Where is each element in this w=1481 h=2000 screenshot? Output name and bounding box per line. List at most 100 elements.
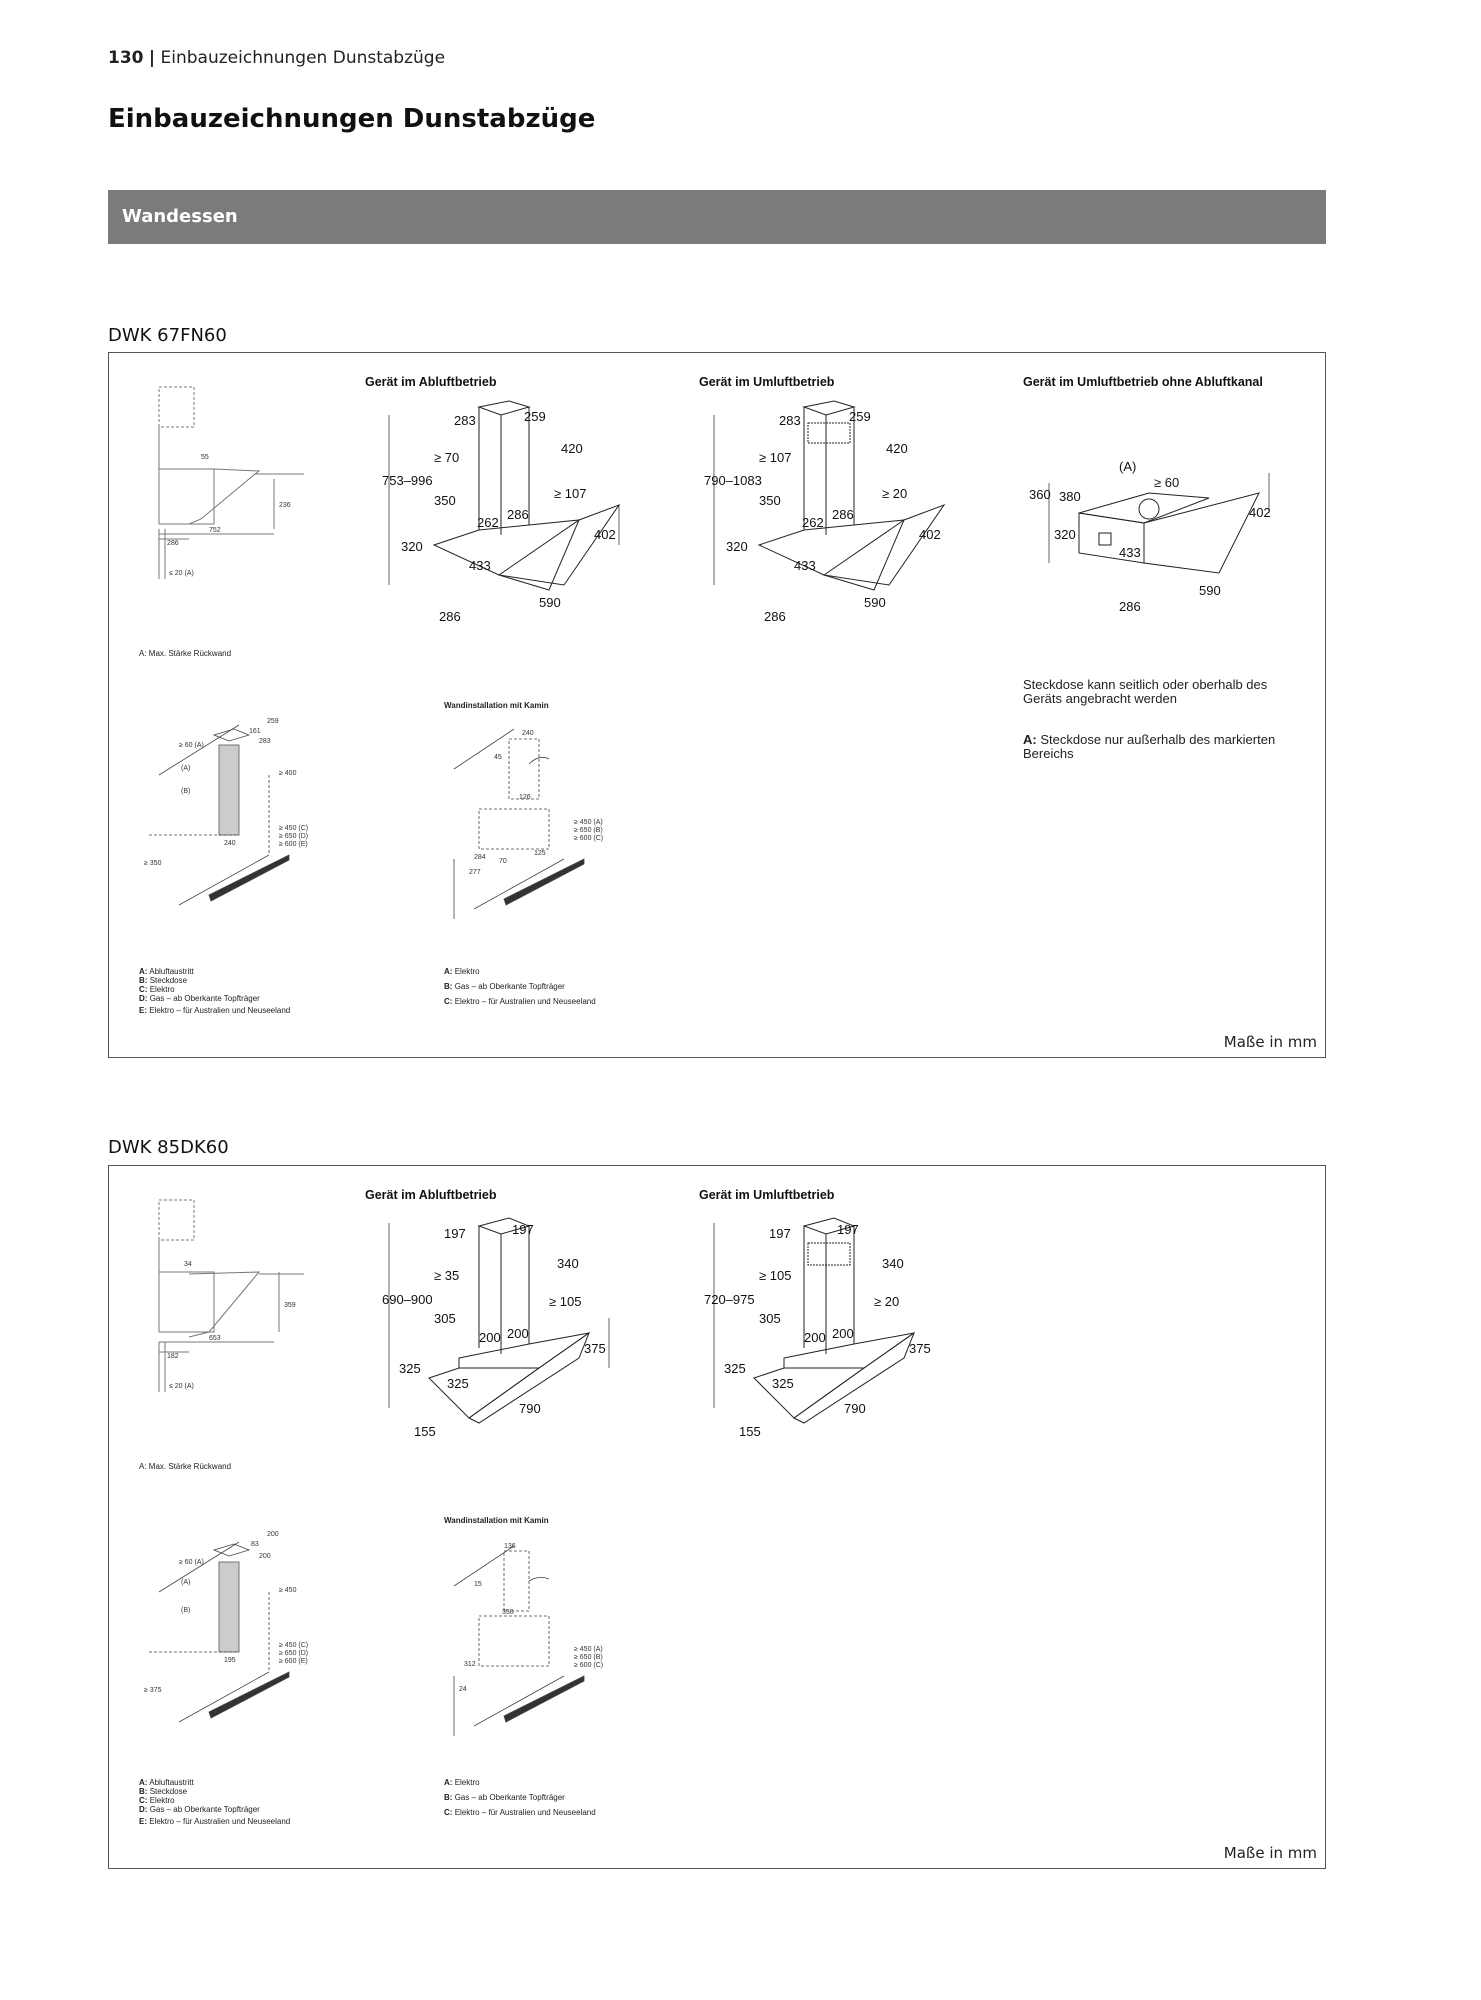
side-view-diagram-1: 55 236 752 286 ≤ 20 (A) bbox=[158, 386, 304, 579]
p1-600: ≥ 600 (E) bbox=[279, 841, 308, 848]
k1-284: 284 bbox=[474, 854, 486, 861]
k1-240: 240 bbox=[522, 730, 534, 737]
note-socket-1: Steckdose kann seitlich oder oberhalb de… bbox=[1023, 677, 1268, 706]
abluft-diagram-1: 283 259 420 ≥ 70 753–996 350 ≥ 107 262 2… bbox=[382, 400, 621, 624]
abluft-min70: ≥ 70 bbox=[434, 450, 459, 465]
abluft-range: 753–996 bbox=[382, 473, 433, 488]
umluft2-htop: 340 bbox=[882, 1256, 904, 1271]
side-dim-1: 55 bbox=[201, 454, 209, 461]
umluft-h402: 402 bbox=[919, 527, 941, 542]
units-note-2: Maße in mm bbox=[1223, 1844, 1317, 1862]
category-bar: Wandessen bbox=[108, 190, 1326, 244]
model-title-2: DWK 85DK60 bbox=[108, 1137, 229, 1158]
k2-312: 312 bbox=[464, 1661, 476, 1668]
k1-450: ≥ 450 (A) bbox=[574, 819, 603, 826]
k2-600: ≥ 600 (C) bbox=[574, 1662, 603, 1669]
install-legend-2: A: Abluftaustritt B: Steckdose C: Elektr… bbox=[139, 1778, 291, 1826]
abluft-d433: 433 bbox=[469, 558, 491, 573]
side-dim-4: 286 bbox=[167, 540, 179, 547]
install-perspective-2: 200 83 200 ≥ 60 (A) (A) (B) ≥ 450 195 ≥ … bbox=[144, 1531, 308, 1723]
k1-277: 277 bbox=[469, 869, 481, 876]
abluft2-h375: 375 bbox=[584, 1341, 606, 1356]
abluft-min107: ≥ 107 bbox=[554, 486, 586, 501]
kamin-heading-1: Wandinstallation mit Kamin bbox=[444, 701, 549, 710]
umluft-diagram-2: 197 197 340 ≥ 105 720–975 305 ≥ 20 200 2… bbox=[704, 1217, 931, 1439]
abluft2-d200a: 200 bbox=[479, 1330, 501, 1345]
umluft2-w2: 197 bbox=[837, 1222, 859, 1237]
k2-136: 136 bbox=[504, 1543, 516, 1550]
ohne-d286: 286 bbox=[1119, 599, 1141, 614]
umluft2-h305: 305 bbox=[759, 1311, 781, 1326]
ohne-min60: ≥ 60 bbox=[1154, 475, 1179, 490]
p2-60: ≥ 60 (A) bbox=[179, 1559, 204, 1566]
p2-200b: 200 bbox=[259, 1553, 271, 1560]
abluft2-min105: ≥ 105 bbox=[549, 1294, 581, 1309]
abluft-d262: 262 bbox=[477, 515, 499, 530]
side-legend-2: A: Max. Stärke Rückwand bbox=[139, 1462, 232, 1471]
umluft-heading-2: Gerät im Umluftbetrieb bbox=[699, 1188, 835, 1202]
abluft2-w1: 197 bbox=[444, 1226, 466, 1241]
page-title: Einbauzeichnungen Dunstabzüge bbox=[108, 104, 596, 134]
p2-375: ≥ 375 bbox=[144, 1687, 162, 1694]
umluft-d286: 286 bbox=[764, 609, 786, 624]
k2-650: ≥ 650 (B) bbox=[574, 1654, 603, 1661]
ohne-heading-1: Gerät im Umluftbetrieb ohne Abluftkanal bbox=[1023, 375, 1263, 389]
abluft2-d155: 155 bbox=[414, 1424, 436, 1439]
drawing-frame-1: 55 236 752 286 ≤ 20 (A) A: Max. Stärke R… bbox=[108, 352, 1326, 1058]
ohne-h320: 320 bbox=[1054, 527, 1076, 542]
units-note-1: Maße in mm bbox=[1223, 1033, 1317, 1051]
umluft-w1: 283 bbox=[779, 413, 801, 428]
header-section: Einbauzeichnungen Dunstabzüge bbox=[160, 48, 446, 68]
umluft2-range: 720–975 bbox=[704, 1292, 755, 1307]
ohne-d433: 433 bbox=[1119, 545, 1141, 560]
model-title-1: DWK 67FN60 bbox=[108, 325, 227, 346]
k1-600: ≥ 600 (C) bbox=[574, 835, 603, 842]
k2-24: 24 bbox=[459, 1686, 467, 1693]
side-dim-2: 236 bbox=[279, 502, 291, 509]
umluft-min20: ≥ 20 bbox=[882, 486, 907, 501]
install-legend-1: A: Abluftaustritt B: Steckdose C: Elektr… bbox=[139, 967, 291, 1015]
umluft-heading-1: Gerät im Umluftbetrieb bbox=[699, 375, 835, 389]
p2-450c: ≥ 450 (C) bbox=[279, 1642, 308, 1649]
kamin-heading-2: Wandinstallation mit Kamin bbox=[444, 1516, 549, 1525]
drawing-frame-2: 34 359 653 182 ≤ 20 (A) A: Max. Stärke R… bbox=[108, 1165, 1326, 1869]
umluft-h320: 320 bbox=[726, 539, 748, 554]
abluft-w590: 590 bbox=[539, 595, 561, 610]
umluft-min107: ≥ 107 bbox=[759, 450, 791, 465]
umluft-d286a: 286 bbox=[832, 507, 854, 522]
k2-450: ≥ 450 (A) bbox=[574, 1646, 603, 1653]
umluft2-d155: 155 bbox=[739, 1424, 761, 1439]
p2-450: ≥ 450 bbox=[279, 1587, 297, 1594]
p1-60: ≥ 60 (A) bbox=[179, 742, 204, 749]
p2-195: 195 bbox=[224, 1657, 236, 1664]
abluft-h320: 320 bbox=[401, 539, 423, 554]
abluft-heading-1: Gerät im Abluftbetrieb bbox=[365, 375, 497, 389]
abluft-w2: 259 bbox=[524, 409, 546, 424]
p2-83: 83 bbox=[251, 1541, 259, 1548]
umluft2-d200a: 200 bbox=[804, 1330, 826, 1345]
umluft2-w1: 197 bbox=[769, 1226, 791, 1241]
k2-15: 15 bbox=[474, 1581, 482, 1588]
abluft-h350: 350 bbox=[434, 493, 456, 508]
umluft-htop: 420 bbox=[886, 441, 908, 456]
abluft2-h305: 305 bbox=[434, 1311, 456, 1326]
p2-600: ≥ 600 (E) bbox=[279, 1658, 308, 1665]
ohne-h360: 360 bbox=[1029, 487, 1051, 502]
umluft-w2: 259 bbox=[849, 409, 871, 424]
side2-dim-1: 34 bbox=[184, 1261, 192, 1268]
p1-B: (B) bbox=[181, 788, 190, 795]
abluft2-d200b: 200 bbox=[507, 1326, 529, 1341]
ohne-diagram-1: (A) ≥ 60 360 380 402 320 433 590 286 bbox=[1029, 459, 1271, 614]
p1-650: ≥ 650 (D) bbox=[279, 833, 308, 840]
abluft-heading-2: Gerät im Abluftbetrieb bbox=[365, 1188, 497, 1202]
umluft2-h325: 325 bbox=[724, 1361, 746, 1376]
k2-350: 350 bbox=[502, 1609, 514, 1616]
p1-A: (A) bbox=[181, 765, 190, 772]
page-number: 130 bbox=[108, 48, 144, 68]
ohne-h402: 402 bbox=[1249, 505, 1271, 520]
ohne-A: (A) bbox=[1119, 459, 1136, 474]
p1-283: 283 bbox=[259, 738, 271, 745]
p2-650: ≥ 650 (D) bbox=[279, 1650, 308, 1657]
umluft-h350: 350 bbox=[759, 493, 781, 508]
header-separator: | bbox=[148, 48, 156, 68]
